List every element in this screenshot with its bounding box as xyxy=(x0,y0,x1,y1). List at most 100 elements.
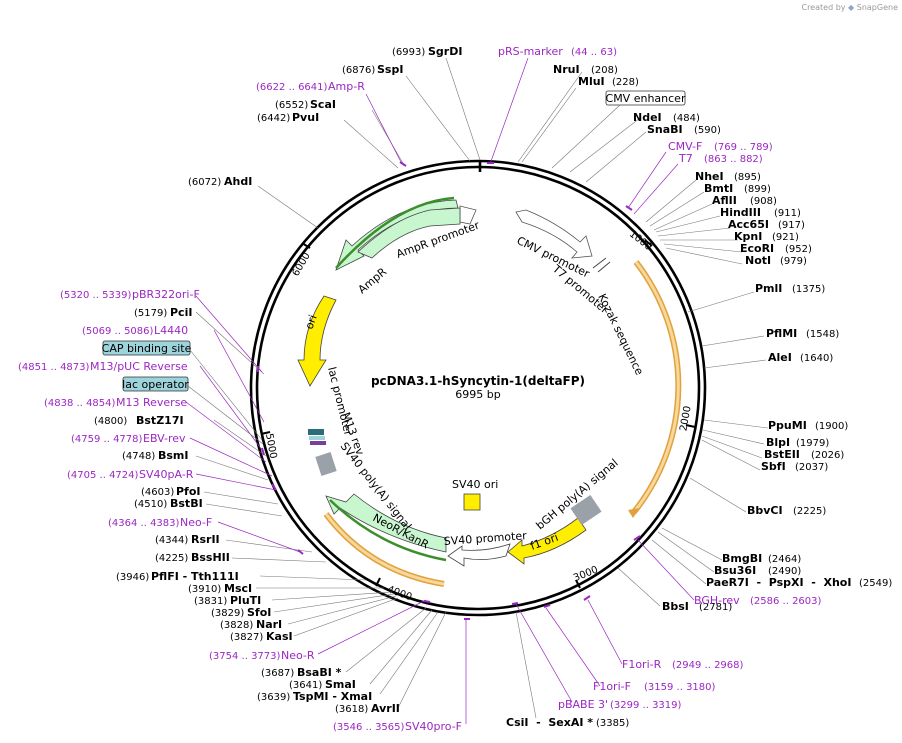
neor-green-line xyxy=(329,499,447,562)
enzyme-name: BlpI xyxy=(766,436,790,449)
enzyme-pos: (2490) xyxy=(768,566,801,577)
primer-name: pBABE 3' xyxy=(558,698,608,711)
tick-label-2000: 2000 xyxy=(678,405,693,432)
enzyme-pos: (2781) xyxy=(699,602,732,613)
map-size: 6995 bp xyxy=(455,388,500,401)
credit-created-by: Created by xyxy=(801,3,846,12)
enzyme-name: MscI xyxy=(224,582,252,595)
sv40-polya-block xyxy=(315,452,337,476)
enzyme-pos: (921) xyxy=(772,232,799,243)
enzyme-pos: (228) xyxy=(612,77,639,88)
primer-name: Neo-R xyxy=(281,649,315,662)
enzyme-pos: (3641) xyxy=(289,680,322,691)
enzyme-labels-right: NruI (208) MluI (228) NdeI (484) SnaBI (… xyxy=(506,63,892,729)
primer-name: T7 xyxy=(678,152,693,165)
ori-arrow xyxy=(297,295,337,387)
primer-name: SV40pro-F xyxy=(405,720,462,733)
cmv-enhancer-arrow xyxy=(515,209,593,259)
primer-name: BGH-rev xyxy=(694,594,740,607)
cap-leader xyxy=(189,349,263,441)
enzyme-name: SmaI xyxy=(325,678,356,691)
cap-binding-site-label: CAP binding site xyxy=(102,342,192,355)
neor-arrow xyxy=(325,493,447,553)
primer-name: M13 Reverse xyxy=(116,396,187,409)
map-title: pcDNA3.1-hSyncytin-1(deltaFP) xyxy=(371,374,585,388)
enzyme-pos: (1640) xyxy=(800,353,833,364)
primer-pos: (4838 .. 4854) xyxy=(44,398,116,409)
enzyme-name: BssHII xyxy=(191,551,230,564)
enzyme-pos: (3910) xyxy=(188,584,221,595)
t7-marks xyxy=(592,257,611,273)
sv40-ori-block xyxy=(463,493,481,511)
enzyme-name: AhdI xyxy=(224,175,252,188)
enzyme-pos: (1900) xyxy=(815,421,848,432)
primer-pos: (4364 .. 4383) xyxy=(108,518,180,529)
enzyme-name: Acc65I xyxy=(728,218,769,231)
enzyme-name: PluTI xyxy=(230,594,261,607)
enzyme-name: BsmI xyxy=(158,449,189,462)
f1-ori-arrow xyxy=(507,517,587,565)
enzyme-name: NotI xyxy=(745,254,771,267)
primer-pos: (769 .. 789) xyxy=(714,142,773,153)
leader-lines xyxy=(195,57,769,719)
enzyme-pos: (6072) xyxy=(188,177,221,188)
enzyme-pos: (911) xyxy=(774,208,801,219)
enzyme-pos: (3831) xyxy=(194,596,227,607)
enzyme-name: BmtI xyxy=(704,182,733,195)
primer-pos: (2949 .. 2968) xyxy=(672,660,744,671)
enzyme-pos: (1548) xyxy=(806,329,839,340)
enzyme-name: SbfI xyxy=(761,460,786,473)
enzyme-name: TspMI - XmaI xyxy=(293,690,372,703)
primer-name: Neo-F xyxy=(180,516,212,529)
enzyme-name: PflFI - Tth111I xyxy=(151,570,239,583)
snapgene-credit: Created by ◆ SnapGene xyxy=(801,3,898,12)
enzyme-name: SspI xyxy=(377,63,403,76)
enzyme-name: NarI xyxy=(256,618,282,631)
primer-pos: (3159 .. 3180) xyxy=(644,682,716,693)
sv40-ori-label: SV40 ori xyxy=(452,478,498,491)
credit-brand: SnapGene xyxy=(856,3,898,12)
primer-pos: (4705 .. 4724) xyxy=(67,470,139,481)
enzyme-pos: (6876) xyxy=(342,65,375,76)
backbone-inner xyxy=(255,165,701,611)
primer-pos: (3754 .. 3773) xyxy=(209,651,281,662)
cmv-enhancer-label: CMV enhancer xyxy=(606,92,686,105)
enzyme-labels-left: (6993) SgrDI (6876) SspI (6552) ScaI (64… xyxy=(94,45,462,715)
primer-pos: (5320 .. 5339) xyxy=(60,290,132,301)
enzyme-name: NruI xyxy=(553,63,580,76)
enzyme-name: SfoI xyxy=(247,606,271,619)
enzyme-name: PpuMI xyxy=(768,419,807,432)
primer-name: F1ori-R xyxy=(622,658,662,671)
enzyme-name: AflII xyxy=(712,194,737,207)
primer-markers xyxy=(257,161,641,620)
enzyme-pos: (590) xyxy=(694,125,721,136)
enzyme-name: ScaI xyxy=(310,98,336,111)
primer-pos: (3299 .. 3319) xyxy=(610,700,682,711)
enzyme-name: EcoRI xyxy=(740,242,774,255)
primer-name: F1ori-F xyxy=(593,680,631,693)
primer-pos: (4851 .. 4873) xyxy=(18,362,90,373)
backbone-outer xyxy=(249,159,707,617)
primer-pos: (4759 .. 4778) xyxy=(71,434,143,445)
kozak-label: Kozak sequence xyxy=(595,292,646,378)
enzyme-name: NdeI xyxy=(633,111,662,124)
primer-name: CMV-F xyxy=(668,140,702,153)
cap-binding-site-box xyxy=(102,340,191,356)
enzyme-name: PmlI xyxy=(755,282,782,295)
primer-pos: (44 .. 63) xyxy=(571,47,617,58)
enzyme-pos: (952) xyxy=(785,244,812,255)
primer-name: SV40pA-R xyxy=(139,468,194,481)
ampr-promoter-block xyxy=(357,207,461,259)
enzyme-pos: (6993) xyxy=(392,47,425,58)
enzyme-name: RsrII xyxy=(191,533,220,546)
bgh-polya-block xyxy=(570,494,602,526)
enzyme-pos: (1375) xyxy=(792,284,825,295)
enzyme-pos: (899) xyxy=(744,184,771,195)
enzyme-pos: (895) xyxy=(734,172,761,183)
enzyme-pos: (4344) xyxy=(155,535,188,546)
enzyme-pos: (3828) xyxy=(220,620,253,631)
enzyme-name: Bsu36I xyxy=(714,564,756,577)
ampr-label: AmpR xyxy=(356,265,390,296)
enzyme-name: BbvCI xyxy=(747,504,783,517)
